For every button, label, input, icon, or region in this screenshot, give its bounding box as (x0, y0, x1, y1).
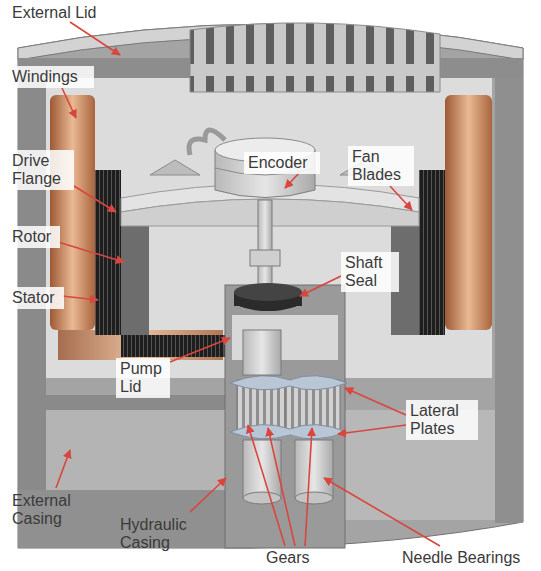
part-label: Lateral Plates (406, 400, 478, 440)
part-label: Encoder (244, 152, 320, 174)
part-label: Hydraulic Casing (116, 514, 202, 554)
part-label: External Casing (8, 490, 90, 530)
leader-lines (56, 22, 440, 546)
part-label: External Lid (8, 2, 138, 24)
part-label: Rotor (8, 226, 60, 248)
part-label: Pump Lid (116, 358, 170, 398)
part-label: Drive Flange (8, 150, 74, 190)
part-label: Fan Blades (348, 146, 414, 186)
part-label: Stator (8, 287, 64, 309)
part-label: Windings (8, 66, 94, 88)
part-label: Needle Bearings (398, 547, 536, 569)
part-label: Shaft Seal (341, 252, 399, 292)
part-label: Gears (262, 547, 322, 569)
